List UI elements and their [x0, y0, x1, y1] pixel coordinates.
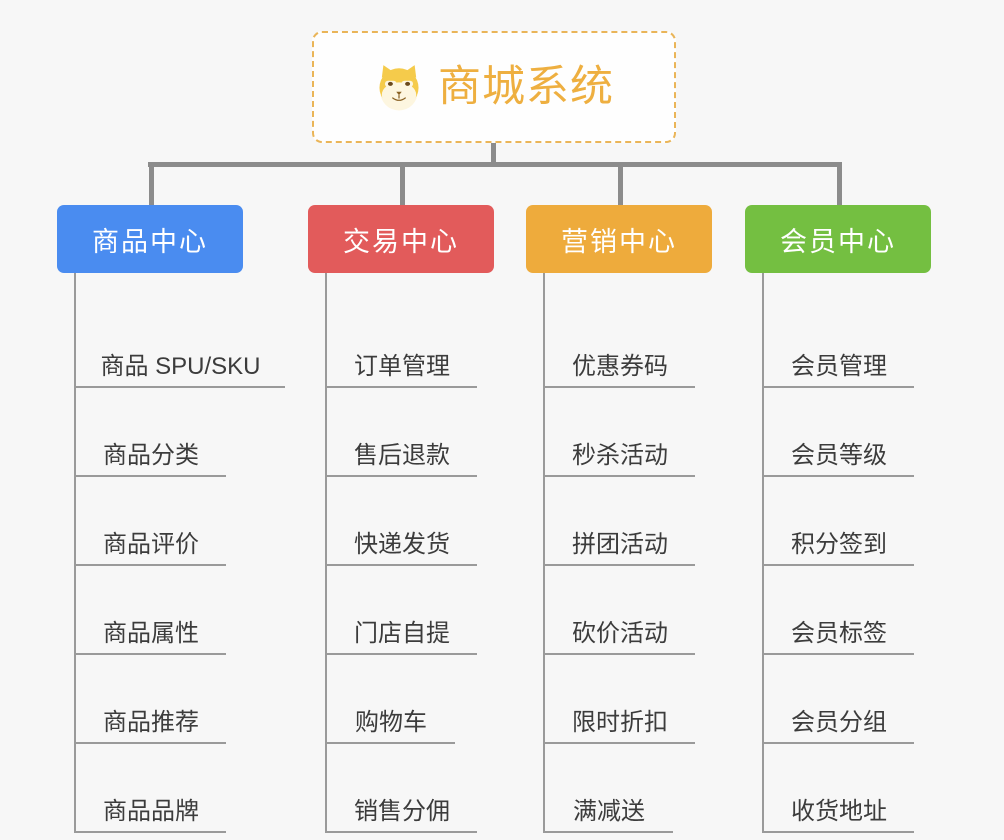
branch-header-label: 会员中心	[780, 226, 896, 257]
branch-member-center: 会员中心会员管理会员等级积分签到会员标签会员分组收货地址	[745, 205, 931, 833]
leaf-item-label: 收货地址	[791, 798, 887, 826]
leaf-item-label: 会员等级	[791, 442, 887, 470]
branch-marketing-center: 营销中心优惠券码秒杀活动拼团活动砍价活动限时折扣满减送	[526, 205, 712, 833]
leaf-item[interactable]: 门店自提	[327, 566, 477, 655]
leaf-item-label: 商品 SPU/SKU	[100, 353, 261, 381]
branch-trade-center: 交易中心订单管理售后退款快递发货门店自提购物车销售分佣	[308, 205, 494, 833]
leaf-item-label: 拼团活动	[572, 531, 668, 559]
leaf-item-label: 商品分类	[103, 442, 199, 470]
leaf-item[interactable]: 限时折扣	[545, 655, 695, 744]
leaf-item[interactable]: 收货地址	[764, 744, 914, 833]
root-title: 商城系统	[438, 62, 614, 111]
connector-drop-4	[837, 162, 842, 207]
branch-header-label: 商品中心	[92, 226, 208, 257]
leaf-item-label: 优惠券码	[572, 353, 668, 381]
leaf-item[interactable]: 会员分组	[764, 655, 914, 744]
leaf-item[interactable]: 秒杀活动	[545, 388, 695, 477]
leaf-item-label: 限时折扣	[572, 709, 668, 737]
leaf-item-label: 订单管理	[354, 353, 450, 381]
branch-header-trade-center[interactable]: 交易中心	[308, 205, 494, 273]
leaf-item-label: 秒杀活动	[572, 442, 668, 470]
branch-header-product-center[interactable]: 商品中心	[57, 205, 243, 273]
leaf-item[interactable]: 售后退款	[327, 388, 477, 477]
connector-drop-1	[149, 162, 154, 207]
root-node-mall-system[interactable]: 商城系统	[312, 31, 676, 143]
leaf-item[interactable]: 砍价活动	[545, 566, 695, 655]
branch-items-marketing-center: 优惠券码秒杀活动拼团活动砍价活动限时折扣满减送	[543, 273, 712, 833]
leaf-item[interactable]: 订单管理	[327, 299, 477, 388]
leaf-item-label: 会员管理	[791, 353, 887, 381]
leaf-item[interactable]: 会员标签	[764, 566, 914, 655]
branch-header-label: 营销中心	[561, 226, 677, 257]
leaf-item-label: 销售分佣	[354, 798, 450, 826]
leaf-item[interactable]: 购物车	[327, 655, 455, 744]
leaf-item-label: 会员标签	[791, 620, 887, 648]
branch-items-product-center: 商品 SPU/SKU 商品分类商品评价商品属性商品推荐商品品牌	[74, 273, 285, 833]
branch-header-label: 交易中心	[343, 226, 459, 257]
leaf-item-label: 会员分组	[791, 709, 887, 737]
leaf-item-label: 商品评价	[103, 531, 199, 559]
leaf-item-label: 砍价活动	[572, 620, 668, 648]
leaf-item-label: 快递发货	[354, 531, 450, 559]
branch-header-member-center[interactable]: 会员中心	[745, 205, 931, 273]
leaf-item[interactable]: 商品评价	[76, 477, 226, 566]
connector-drop-2	[400, 162, 405, 207]
leaf-item[interactable]: 会员管理	[764, 299, 914, 388]
leaf-item[interactable]: 商品分类	[76, 388, 226, 477]
leaf-item-label: 满减送	[573, 798, 645, 826]
leaf-item[interactable]: 满减送	[545, 744, 673, 833]
leaf-item-label: 积分签到	[791, 531, 887, 559]
leaf-item[interactable]: 商品品牌	[76, 744, 226, 833]
branch-items-trade-center: 订单管理售后退款快递发货门店自提购物车销售分佣	[325, 273, 494, 833]
leaf-item-label: 商品推荐	[103, 709, 199, 737]
connector-drop-3	[618, 162, 623, 207]
leaf-item-label: 商品属性	[103, 620, 199, 648]
leaf-item[interactable]: 会员等级	[764, 388, 914, 477]
connector-horizontal-bus	[148, 162, 839, 167]
leaf-item[interactable]: 商品 SPU/SKU	[76, 299, 285, 388]
leaf-item-label: 购物车	[355, 709, 427, 737]
branch-header-marketing-center[interactable]: 营销中心	[526, 205, 712, 273]
leaf-item[interactable]: 拼团活动	[545, 477, 695, 566]
leaf-item[interactable]: 优惠券码	[545, 299, 695, 388]
leaf-item[interactable]: 积分签到	[764, 477, 914, 566]
shiba-dog-icon	[374, 62, 424, 112]
leaf-item-label: 门店自提	[354, 620, 450, 648]
leaf-item[interactable]: 销售分佣	[327, 744, 477, 833]
connector-root-stem	[491, 143, 496, 165]
branch-items-member-center: 会员管理会员等级积分签到会员标签会员分组收货地址	[762, 273, 931, 833]
leaf-item-label: 商品品牌	[103, 798, 199, 826]
leaf-item[interactable]: 快递发货	[327, 477, 477, 566]
leaf-item[interactable]: 商品推荐	[76, 655, 226, 744]
leaf-item[interactable]: 商品属性	[76, 566, 226, 655]
leaf-item-label: 售后退款	[354, 442, 450, 470]
branch-product-center: 商品中心商品 SPU/SKU 商品分类商品评价商品属性商品推荐商品品牌	[57, 205, 285, 833]
root-node-content: 商城系统	[374, 62, 614, 112]
